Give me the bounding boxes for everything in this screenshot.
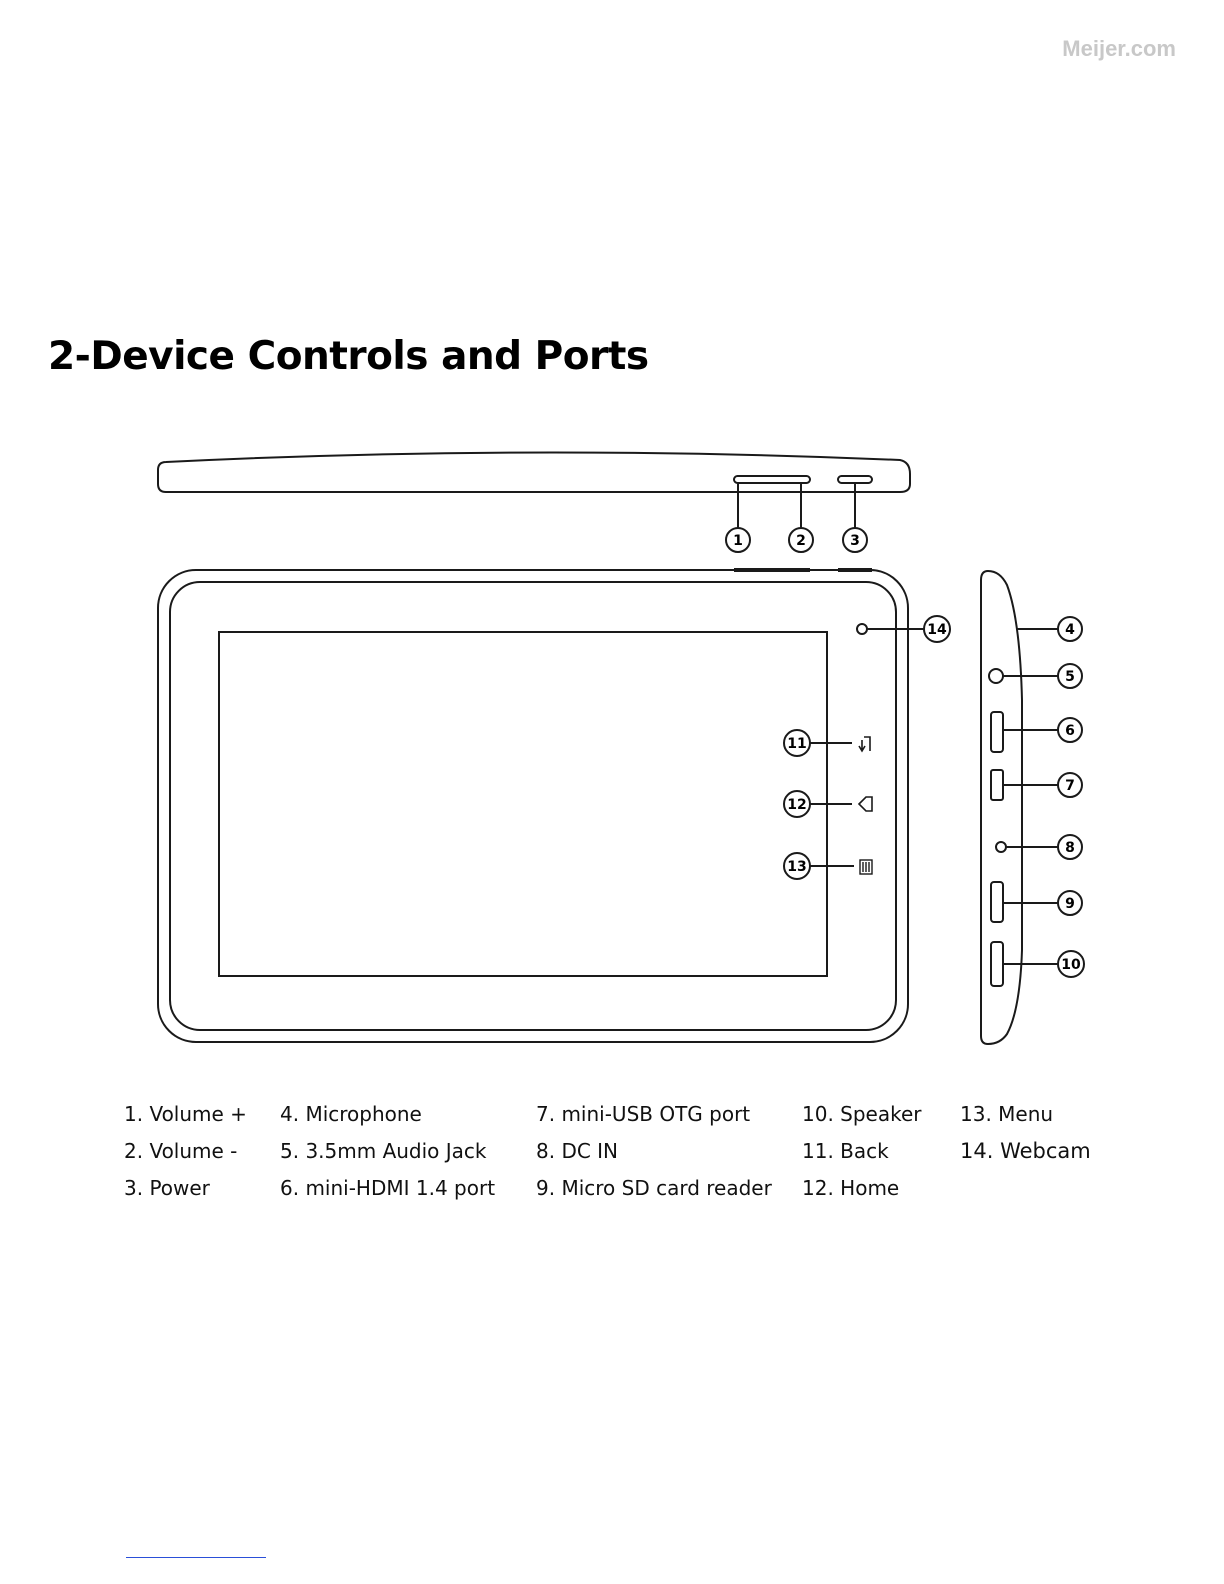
callout-1-label: 1: [733, 533, 743, 549]
audio-jack-port: [989, 669, 1003, 683]
legend-item-menu: 13. Menu: [960, 1102, 1053, 1126]
callout-14-label: 14: [927, 622, 947, 638]
callout-8-label: 8: [1065, 840, 1075, 856]
footer-rule: [126, 1557, 266, 1558]
legend-item-home: 12. Home: [802, 1176, 899, 1200]
callout-7: 7: [1058, 773, 1082, 797]
callout-11-label: 11: [787, 736, 806, 752]
legend-item-back: 11. Back: [802, 1139, 889, 1163]
tablet-side-view: [981, 571, 1058, 1044]
callout-3: 3: [843, 528, 867, 552]
display-screen: [219, 632, 827, 976]
callout-8: 8: [1058, 835, 1082, 859]
callout-5: 5: [1058, 664, 1082, 688]
volume-rocker-button: [734, 476, 810, 483]
callout-6: 6: [1058, 718, 1082, 742]
callout-13-label: 13: [787, 859, 806, 875]
legend-item-volume-down: 2. Volume -: [124, 1139, 237, 1163]
callout-7-label: 7: [1065, 778, 1075, 794]
callout-9-label: 9: [1065, 896, 1075, 912]
callout-2: 2: [789, 528, 813, 552]
legend-item-mini-hdmi: 6. mini-HDMI 1.4 port: [280, 1176, 495, 1200]
callout-10-label: 10: [1061, 957, 1081, 973]
callout-2-label: 2: [796, 533, 806, 549]
callout-12-label: 12: [787, 797, 806, 813]
callout-10: 10: [1058, 951, 1084, 977]
legend-item-microsd: 9. Micro SD card reader: [536, 1176, 772, 1200]
callout-13: 13: [784, 853, 810, 879]
speaker-grille: [991, 942, 1003, 986]
callout-11: 11: [784, 730, 810, 756]
legend-item-dc-in: 8. DC IN: [536, 1139, 618, 1163]
legend-item-speaker: 10. Speaker: [802, 1102, 922, 1126]
microsd-slot: [991, 882, 1003, 922]
webcam-lens: [857, 624, 867, 634]
legend-item-microphone: 4. Microphone: [280, 1102, 422, 1126]
legend-item-audio-jack: 5. 3.5mm Audio Jack: [280, 1139, 487, 1163]
mini-hdmi-port: [991, 712, 1003, 752]
callout-12: 12: [784, 791, 810, 817]
legend-item-volume-up: 1. Volume +: [124, 1102, 247, 1126]
callout-5-label: 5: [1065, 669, 1075, 685]
callout-1: 1: [726, 528, 750, 552]
power-button: [838, 476, 872, 483]
dc-in-port: [996, 842, 1006, 852]
menu-key-icon: [860, 860, 872, 874]
back-key-icon: [859, 737, 870, 751]
legend-item-mini-usb: 7. mini-USB OTG port: [536, 1102, 750, 1126]
callout-9: 9: [1058, 891, 1082, 915]
callout-3-label: 3: [850, 533, 860, 549]
legend-item-webcam: 14. Webcam: [960, 1139, 1091, 1163]
callout-14: 14: [924, 616, 950, 642]
legend-item-power: 3. Power: [124, 1176, 210, 1200]
callout-4-label: 4: [1065, 622, 1075, 638]
callout-4: 4: [1058, 617, 1082, 641]
mini-usb-port: [991, 770, 1003, 800]
callout-6-label: 6: [1065, 723, 1075, 739]
tablet-top-view: [158, 452, 910, 528]
home-key-icon: [859, 797, 872, 811]
